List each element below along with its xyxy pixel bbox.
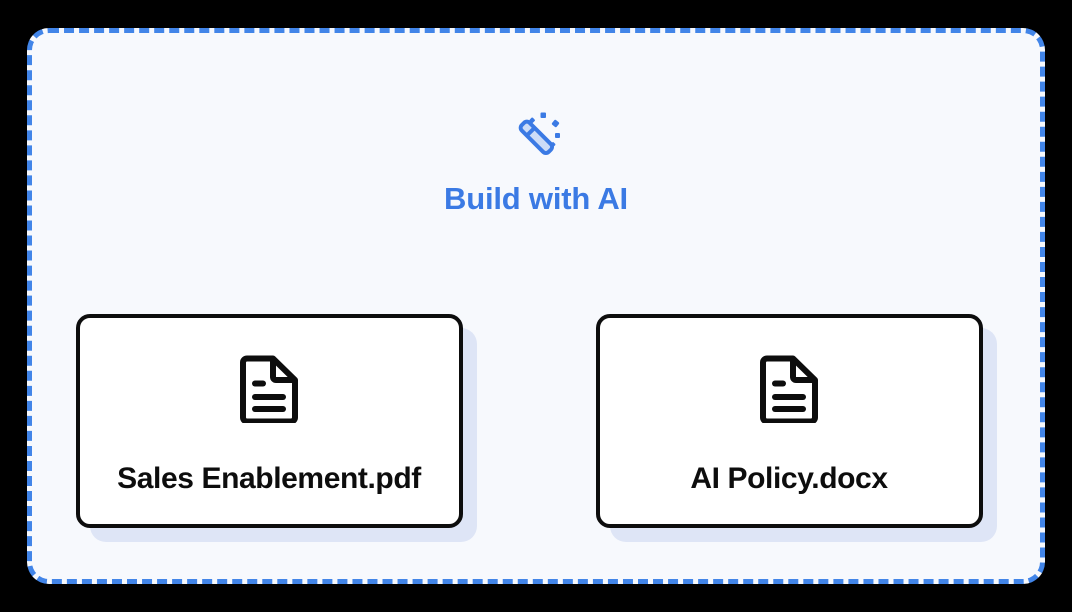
file-card-sales-enablement[interactable]: Sales Enablement.pdf: [75, 314, 463, 528]
file-card-slot: AI Policy.docx: [595, 314, 997, 542]
file-card-slot: Sales Enablement.pdf: [75, 314, 477, 542]
dropzone-header: Build with AI: [32, 108, 1040, 216]
file-card-ai-policy[interactable]: AI Policy.docx: [595, 314, 983, 528]
magic-wand-icon: [32, 108, 1040, 166]
file-card-label: AI Policy.docx: [690, 461, 888, 495]
document-icon: [238, 349, 300, 428]
file-card-label: Sales Enablement.pdf: [117, 461, 421, 495]
file-card-list: Sales Enablement.pdf AI P: [32, 314, 1040, 542]
document-icon: [758, 349, 820, 428]
page-title: Build with AI: [444, 181, 628, 216]
build-with-ai-dropzone[interactable]: Build with AI Sales Enablement: [27, 28, 1045, 584]
